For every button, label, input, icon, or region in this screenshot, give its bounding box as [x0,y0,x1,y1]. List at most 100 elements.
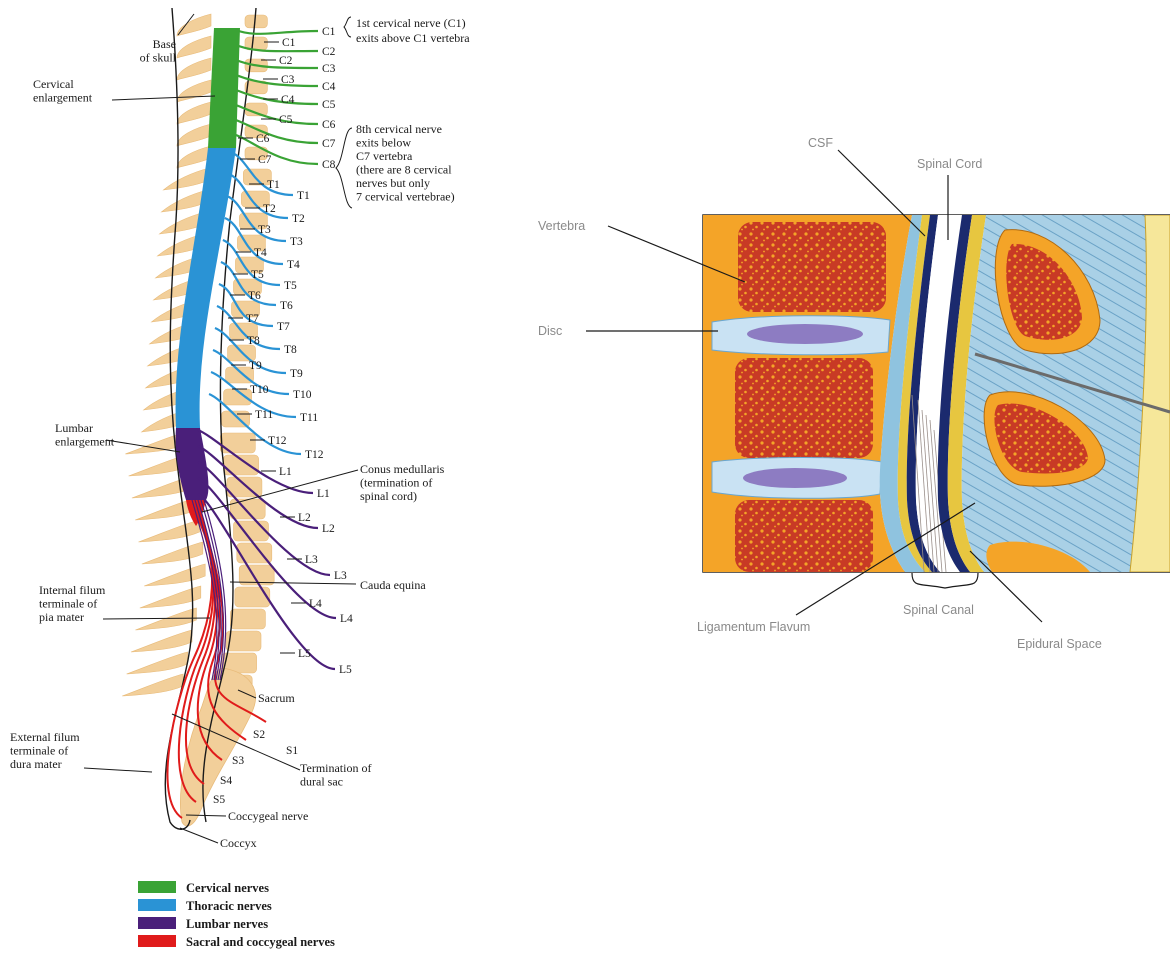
label-internal-filum: pia mater [39,610,84,624]
nerve-label-c3: C3 [322,63,336,75]
vertebra-label-l3: L3 [305,554,318,566]
label-ligamentum-flavum: Ligamentum Flavum [697,620,810,634]
c8-note-line: 8th cervical nerve [356,122,442,136]
spinous-process [177,14,211,36]
nerve-label-c7: C7 [322,138,336,150]
label-coccyx: Coccyx [220,836,257,850]
c1-note: 1st cervical nerve (C1) exits above C1 v… [344,16,470,45]
nerve-label-c6: C6 [322,119,336,131]
nerve-label-t1: T1 [297,190,310,202]
nerve-label-t3: T3 [290,236,303,248]
vertebra-label-t8: T8 [247,335,260,347]
vertebral-body [230,499,265,519]
label-cauda: Cauda equina [360,578,426,592]
label-base-skull: Base [153,37,176,51]
legend-label: Sacral and coccygeal nerves [186,935,335,949]
nerve-label-l3: L3 [334,570,347,582]
nerve-label-l1: L1 [317,488,330,500]
spinal-canal-brace [912,573,978,588]
label-external-filum: External filum [10,730,80,744]
spinous-process [131,630,192,652]
vertebra-label-t4: T4 [254,247,267,259]
legend-label: Thoracic nerves [186,899,272,913]
legend-label: Lumbar nerves [186,917,268,931]
vertebra-marrow-upper [738,222,886,312]
vertebra-label-t6: T6 [248,290,261,302]
vertebra-label-t3: T3 [258,224,271,236]
spinal-nerves-diagram: C1C2C3C4C5C6C7T1T2T3T4T5T6T7T8T9T10T11T1… [10,8,470,949]
vertebra-label-t2: T2 [263,203,276,215]
spinous-process [163,168,209,190]
vertebra-label-t7: T7 [246,313,259,325]
nerve-label-t10: T10 [293,389,312,401]
nerve-label-t5: T5 [284,280,297,292]
label-internal-filum: terminale of [39,597,97,611]
vertebra-label-l5: L5 [298,648,311,660]
vertebral-body [230,609,265,629]
legend-swatch [138,935,176,947]
vertebra-label-s5: S5 [213,794,225,806]
label-sacrum: Sacrum [258,691,295,705]
vertebra-label-s4: S4 [220,775,232,787]
nerve-label-c4: C4 [322,81,336,93]
nerve-label-c5: C5 [322,99,336,111]
nerve-label-c1: C1 [322,26,336,38]
legend-label: Cervical nerves [186,881,269,895]
vertebra-label-c5: C5 [279,114,293,126]
spinous-process [177,36,211,58]
nerve-label-c2: C2 [322,46,336,58]
c8-note-line: nerves but only [356,176,430,190]
vertebra-label-c2: C2 [279,55,293,67]
vertebra-label-t11: T11 [255,409,273,421]
label-epidural-space: Epidural Space [1017,637,1102,651]
nerve-legend: Cervical nervesThoracic nervesLumbar ner… [138,881,335,949]
label-lumbar-enl: Lumbar [55,421,93,435]
legend-swatch [138,899,176,911]
vertebra-label-l1: L1 [279,466,292,478]
c1-note-line1: 1st cervical nerve (C1) [356,16,466,30]
c1-note-line2: exits above C1 vertebra [356,31,470,45]
vertebra-label-l2: L2 [298,512,311,524]
spinous-process [177,80,211,102]
label-conus: Conus medullaris [360,462,445,476]
label-vertebra: Vertebra [538,219,585,233]
nerve-label-c8: C8 [322,159,336,171]
label-external-filum: terminale of [10,744,68,758]
label-cervical-enl: enlargement [33,91,93,105]
label-external-filum: dura mater [10,757,62,771]
nerve-label-t4: T4 [287,259,300,271]
nerve-label-l2: L2 [322,523,335,535]
label-spinal-canal: Spinal Canal [903,603,974,617]
label-lumbar-enl: enlargement [55,435,115,449]
c8-note-line: 7 cervical vertebrae) [356,190,455,204]
vertebra-label-t1: T1 [267,179,280,191]
nucleus-lower [743,468,847,488]
legend-swatch [138,917,176,929]
label-spinal-cord: Spinal Cord [917,157,982,171]
label-internal-filum: Internal filum [39,583,106,597]
cervical-enl-leader [112,96,215,100]
vertebra-marrow-middle [735,358,873,458]
vertebra-label-c6: C6 [256,133,270,145]
nerve-label-t7: T7 [277,321,290,333]
label-conus: (termination of [360,476,432,490]
label-csf: CSF [808,136,833,150]
spinous-process [177,124,211,146]
spinous-process [142,542,203,564]
spinous-process [177,102,211,124]
vertebra-label-c1: C1 [282,37,296,49]
label-base-skull: of skull [140,51,177,65]
vertebra-label-t12: T12 [268,435,287,447]
vertebra-label-s1: S1 [286,745,298,757]
spinous-process [122,674,183,696]
nerve-label-t2: T2 [292,213,305,225]
coccyx-leader [180,828,218,843]
nerve-label-t12: T12 [305,449,324,461]
label-cervical-enl: Cervical [33,77,74,91]
c8-note-line: C7 vertebra [356,149,413,163]
nerve-label-l4: L4 [340,613,353,625]
vertebra-label-c3: C3 [281,74,295,86]
nucleus-upper [747,324,863,344]
